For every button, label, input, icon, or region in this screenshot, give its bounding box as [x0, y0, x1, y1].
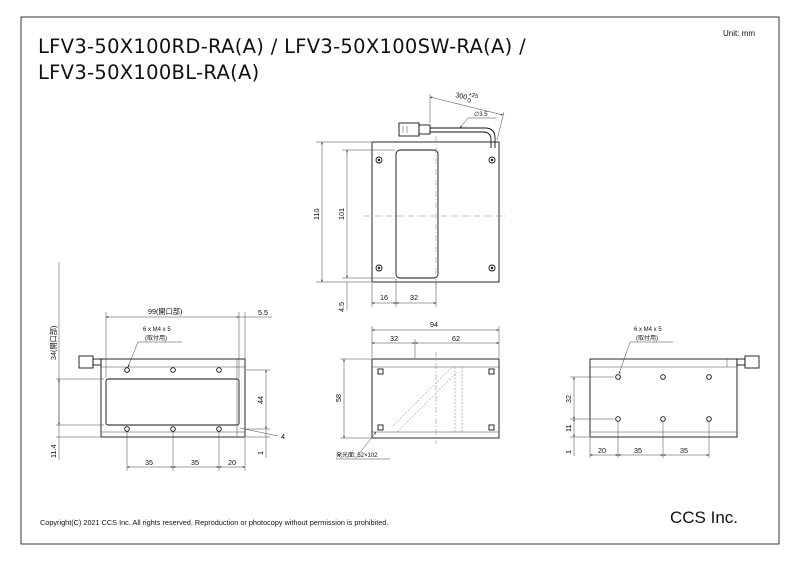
dim-1: 1	[564, 450, 573, 454]
dim-4: 4	[281, 432, 285, 441]
dim-5-5: 5.5	[258, 308, 268, 317]
dim-bottom-2: 35	[191, 458, 199, 467]
dim-58: 58	[334, 394, 343, 402]
dim-300-tol-minus: 0	[467, 98, 472, 105]
dim-cable-dia: ∅3.5	[474, 111, 488, 118]
screw	[377, 368, 384, 375]
right-view: 6 x M4 x 5 (取付用) 32 11 1 20 35 35	[564, 327, 760, 458]
hole-center	[377, 266, 381, 270]
unit-label: Unit: mm	[723, 29, 755, 38]
front-view-body	[371, 358, 500, 439]
dim-300-tol-plus: +25	[468, 92, 480, 100]
hole	[124, 367, 130, 373]
copyright-notice: Copyright(C) 2021 CCS Inc. All rights re…	[40, 518, 388, 527]
hidden-line	[392, 366, 453, 427]
dim-99: 99(開口部)	[148, 307, 182, 316]
left-view: 99(開口部) 5.5 6 x M4 x 5 (取付用) 34(開口部) 11.…	[49, 262, 285, 471]
hole	[706, 374, 712, 380]
dim-44: 44	[256, 396, 265, 404]
cable-inner	[430, 131, 492, 148]
screw	[488, 368, 495, 375]
leader-line	[354, 431, 377, 460]
hole	[170, 367, 176, 373]
connector-boot	[736, 358, 746, 366]
cable	[430, 127, 496, 148]
dim-bottom-1: 35	[145, 458, 153, 467]
hole	[660, 416, 666, 422]
leader-line	[459, 117, 469, 129]
hole	[615, 416, 621, 422]
connector	[78, 355, 94, 369]
top-view-body	[371, 141, 500, 283]
dim-1: 1	[256, 451, 265, 455]
leader-line	[127, 341, 139, 368]
hole	[375, 156, 383, 164]
dim-11: 11	[564, 425, 573, 432]
dim-11-4: 11.4	[49, 445, 58, 458]
dim-32: 32	[410, 293, 418, 302]
holes-callout: 6 x M4 x 5	[634, 327, 662, 333]
dim-line	[429, 96, 504, 116]
connector	[744, 355, 760, 369]
dim-32: 32	[564, 395, 573, 403]
dim-bottom-1: 20	[598, 446, 606, 455]
leader-line	[239, 427, 279, 437]
hole	[216, 426, 222, 432]
title-line-2: LFV3-50X100BL-RA(A)	[38, 61, 260, 84]
dim-bottom-3: 20	[228, 458, 236, 467]
emitting-surface: 発光面: 52×102	[336, 451, 378, 459]
dim-32: 32	[390, 334, 398, 343]
hole	[375, 264, 383, 272]
hole	[660, 374, 666, 380]
dim-34: 34(開口部)	[49, 326, 58, 360]
hole-center	[490, 266, 494, 270]
brand-logo-text: CCS Inc.	[670, 508, 738, 527]
hole	[488, 156, 496, 164]
left-view-opening	[105, 378, 240, 426]
connector-boot	[418, 124, 431, 135]
title-line-1: LFV3-50X100RD-RA(A) / LFV3-50X100SW-RA(A…	[38, 35, 526, 58]
dim-16: 16	[380, 293, 388, 302]
screw	[377, 424, 384, 431]
connector-boot	[92, 358, 102, 366]
connector	[398, 122, 420, 137]
sheet-border	[20, 16, 780, 545]
hole	[170, 426, 176, 432]
dim-4-5: 4.5	[337, 302, 346, 312]
dim-bottom-2: 35	[634, 446, 642, 455]
leader-line	[618, 341, 631, 375]
screw	[488, 424, 495, 431]
dim-110: 110	[312, 209, 321, 220]
dim-62: 62	[452, 334, 460, 343]
right-view-body	[589, 358, 738, 438]
ext-line	[496, 111, 505, 141]
dim-300: 300	[455, 90, 469, 101]
dim-94: 94	[430, 320, 438, 329]
hidden-line	[396, 371, 458, 433]
top-view: 300 +25 0 ∅3.5 110 101 4.5 16 32	[312, 90, 506, 312]
hole	[615, 374, 621, 380]
hole-center	[490, 158, 494, 162]
holes-callout-note: (取付用)	[636, 334, 658, 342]
hole	[488, 264, 496, 272]
hole	[706, 416, 712, 422]
dim-101: 101	[337, 208, 346, 220]
front-view: 94 32 62 58 発光面: 52×102	[334, 320, 500, 460]
hole-center	[377, 158, 381, 162]
hole	[124, 426, 130, 432]
holes-callout: 6 x M4 x 5	[143, 327, 171, 333]
dim-bottom-3: 35	[680, 446, 688, 455]
holes-callout-note: (取付用)	[145, 334, 167, 342]
top-view-window	[395, 149, 439, 279]
hole	[216, 367, 222, 373]
